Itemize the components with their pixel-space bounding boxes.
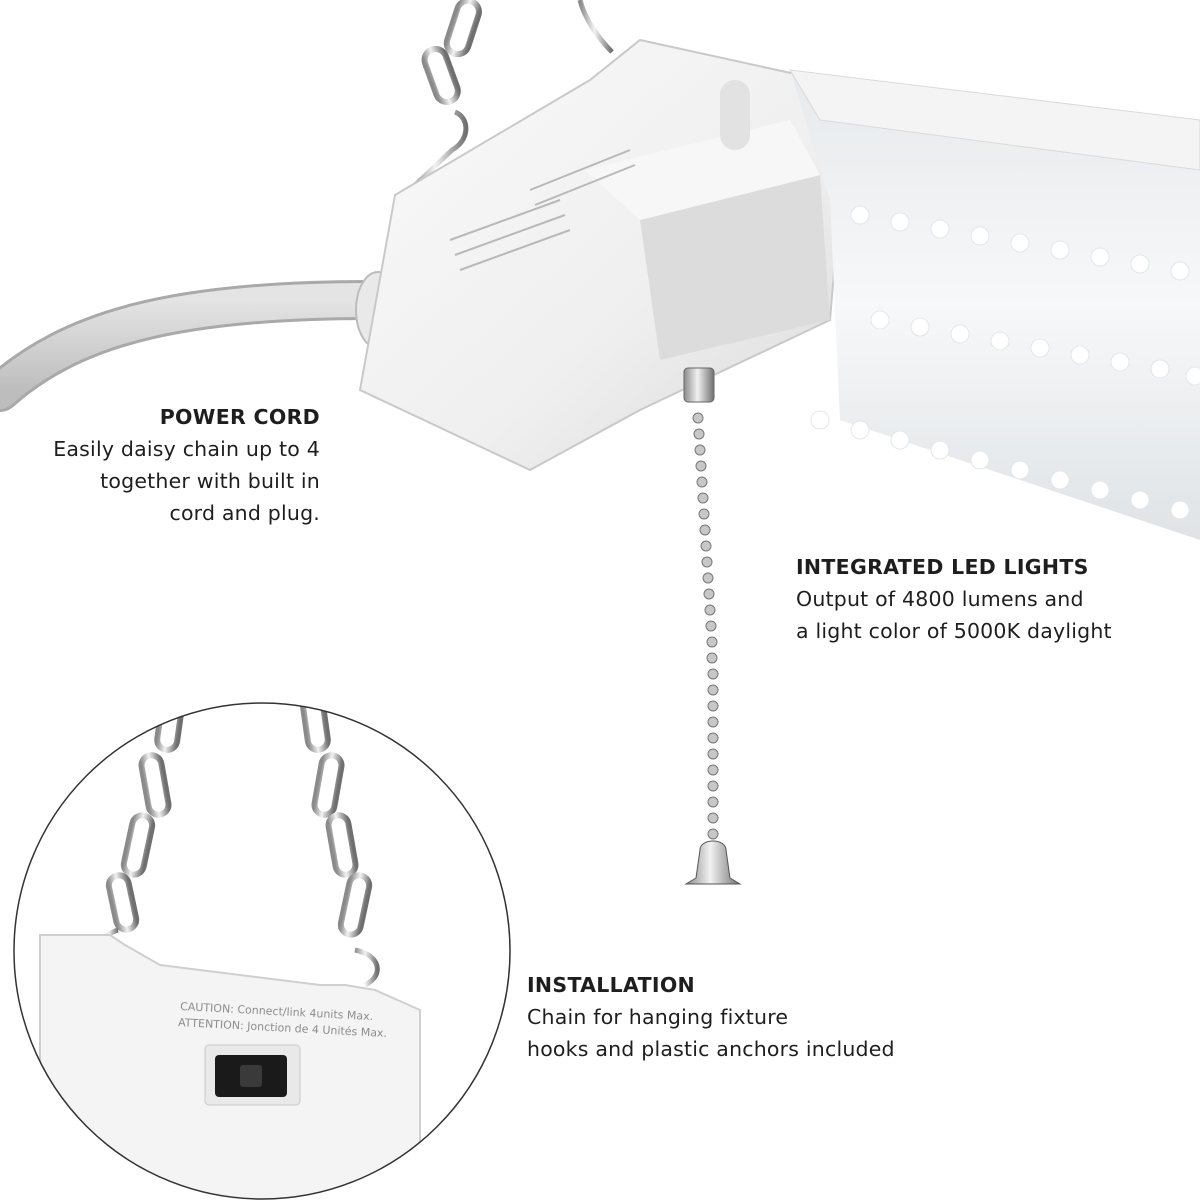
- hanging-chain-icon: [408, 0, 614, 192]
- pull-chain-icon: [683, 367, 742, 885]
- callout-power-cord-line: together with built in: [100, 469, 320, 493]
- fixture-housing: [358, 38, 842, 472]
- callout-power-cord-line: Easily daisy chain up to 4: [53, 437, 320, 461]
- led-panel-icon: [789, 69, 1200, 540]
- installation-inset: CAUTION: Connect/link 4units Max. ATTENT…: [13, 702, 511, 1200]
- callout-installation: INSTALLATION Chain for hanging fixture h…: [527, 969, 895, 1065]
- callout-power-cord: POWER CORD Easily daisy chain up to 4 to…: [53, 401, 320, 529]
- callout-installation-line: Chain for hanging fixture: [527, 1005, 789, 1029]
- callout-power-cord-line: cord and plug.: [169, 501, 320, 525]
- callout-installation-line: hooks and plastic anchors included: [527, 1037, 895, 1061]
- power-cord-icon: [0, 271, 401, 412]
- outlet-icon: [204, 1044, 301, 1106]
- callout-installation-title: INSTALLATION: [527, 973, 696, 997]
- callout-led-lights-line: a light color of 5000K daylight: [796, 619, 1112, 643]
- inset-chain-icon: [98, 703, 380, 988]
- callout-led-lights-line: Output of 4800 lumens and: [796, 587, 1084, 611]
- callout-power-cord-title: POWER CORD: [159, 405, 320, 429]
- callout-led-lights-title: INTEGRATED LED LIGHTS: [796, 555, 1089, 579]
- callout-led-lights: INTEGRATED LED LIGHTS Output of 4800 lum…: [796, 551, 1112, 647]
- label-fine-print: [449, 149, 636, 271]
